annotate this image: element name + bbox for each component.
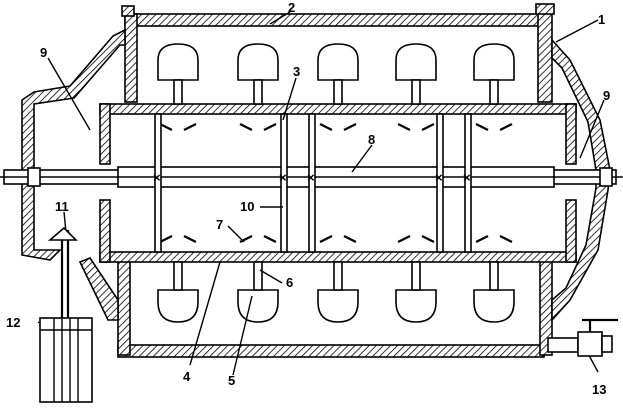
paddle [397,123,411,131]
hammer-arm-bottom [253,261,263,291]
hammer-head-bottom [237,289,279,323]
paddle [421,123,435,131]
paddle [183,123,197,131]
paddle [239,123,253,131]
label-1: 1 [598,12,605,27]
hammer-head-top [237,43,279,81]
hammer-arm-top [333,79,343,105]
label-8: 8 [368,132,375,147]
paddle [159,123,173,131]
hammer-arm-top [489,79,499,105]
hammer-head-top [395,43,437,81]
hammer-arm-bottom [411,261,421,291]
label-6: 6 [286,275,293,290]
spoke-plate [280,113,288,253]
spoke-plate [308,113,316,253]
hammer-arm-top [253,79,263,105]
joint-mark: × [435,170,443,185]
paddle [499,123,513,131]
spoke-plate [464,113,472,253]
joint-mark: × [153,170,161,185]
label-3: 3 [293,64,300,79]
paddle [499,235,513,243]
joint-mark: × [307,170,315,185]
paddle [319,123,333,131]
hammer-head-bottom [157,289,199,323]
hammer-arm-bottom [489,261,499,291]
spoke-plate [436,113,444,253]
paddle [475,235,489,243]
hammer-head-top [473,43,515,81]
leader-lines [37,11,605,376]
label-13: 13 [592,382,606,397]
joint-mark: × [463,170,471,185]
paddle [239,235,253,243]
paddle [475,123,489,131]
hammer-head-bottom [395,289,437,323]
paddle [159,235,173,243]
label-4: 4 [183,369,191,384]
paddle [343,123,357,131]
outlet-valve [547,318,618,357]
hammer-head-bottom [317,289,359,323]
label-5: 5 [228,373,235,388]
paddle [319,235,333,243]
label-10: 10 [240,199,254,214]
hammer-arm-top [411,79,421,105]
paddle [183,235,197,243]
label-12: 12 [6,315,20,330]
hammer-head-top [157,43,199,81]
inner-drum [99,103,577,263]
paddle [263,235,277,243]
hammer-mechanisms: × × × × × [153,43,515,323]
outer-housing [21,3,611,358]
label-11: 11 [55,199,69,214]
paddle [263,123,277,131]
hammer-arm-top [173,79,183,105]
joint-mark: × [279,170,287,185]
motor [39,226,93,403]
callout-labels: 1 2 3 4 5 6 7 8 9 9 10 11 12 13 [6,0,610,397]
hammer-head-bottom [473,289,515,323]
hammer-arm-bottom [173,261,183,291]
paddle [421,235,435,243]
label-9-left: 9 [40,45,47,60]
label-2: 2 [288,0,295,15]
label-9-right: 9 [603,88,610,103]
spoke-plate [154,113,162,253]
paddle [397,235,411,243]
paddle [343,235,357,243]
hammer-head-top [317,43,359,81]
label-7: 7 [216,217,223,232]
hammer-arm-bottom [333,261,343,291]
